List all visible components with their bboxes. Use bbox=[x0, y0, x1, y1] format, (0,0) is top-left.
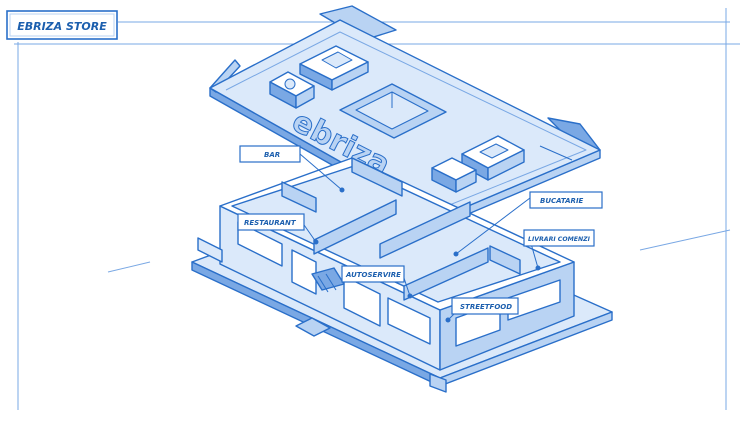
tag-bucatarie: BUCATARIE bbox=[529, 191, 603, 209]
tag-autoservire-label: AUTOSERVIRE bbox=[345, 271, 401, 279]
title-box: EBRIZA STORE bbox=[6, 10, 118, 40]
building bbox=[191, 157, 613, 393]
tag-bar-label: BAR bbox=[264, 151, 280, 159]
entrance-awning bbox=[311, 267, 345, 293]
tag-bar: BAR bbox=[239, 145, 301, 163]
tag-bucatarie-label: BUCATARIE bbox=[540, 197, 584, 205]
sheet-frame bbox=[14, 8, 740, 410]
tag-livrari-comenzi-label: LIVRARI COMENZI bbox=[528, 236, 591, 243]
tag-autoservire: AUTOSERVIRE bbox=[341, 265, 405, 283]
tag-streetfood-label: STREETFOOD bbox=[460, 303, 512, 311]
tag-restaurant: RESTAURANT bbox=[237, 213, 305, 231]
left-wall-windows bbox=[237, 221, 431, 345]
tag-livrari-comenzi: LIVRARI COMENZI bbox=[523, 229, 595, 247]
tag-streetfood: STREETFOOD bbox=[451, 297, 519, 315]
interior-partitions bbox=[281, 157, 521, 301]
tag-restaurant-label: RESTAURANT bbox=[244, 219, 297, 227]
diagram-title: EBRIZA STORE bbox=[17, 20, 107, 33]
